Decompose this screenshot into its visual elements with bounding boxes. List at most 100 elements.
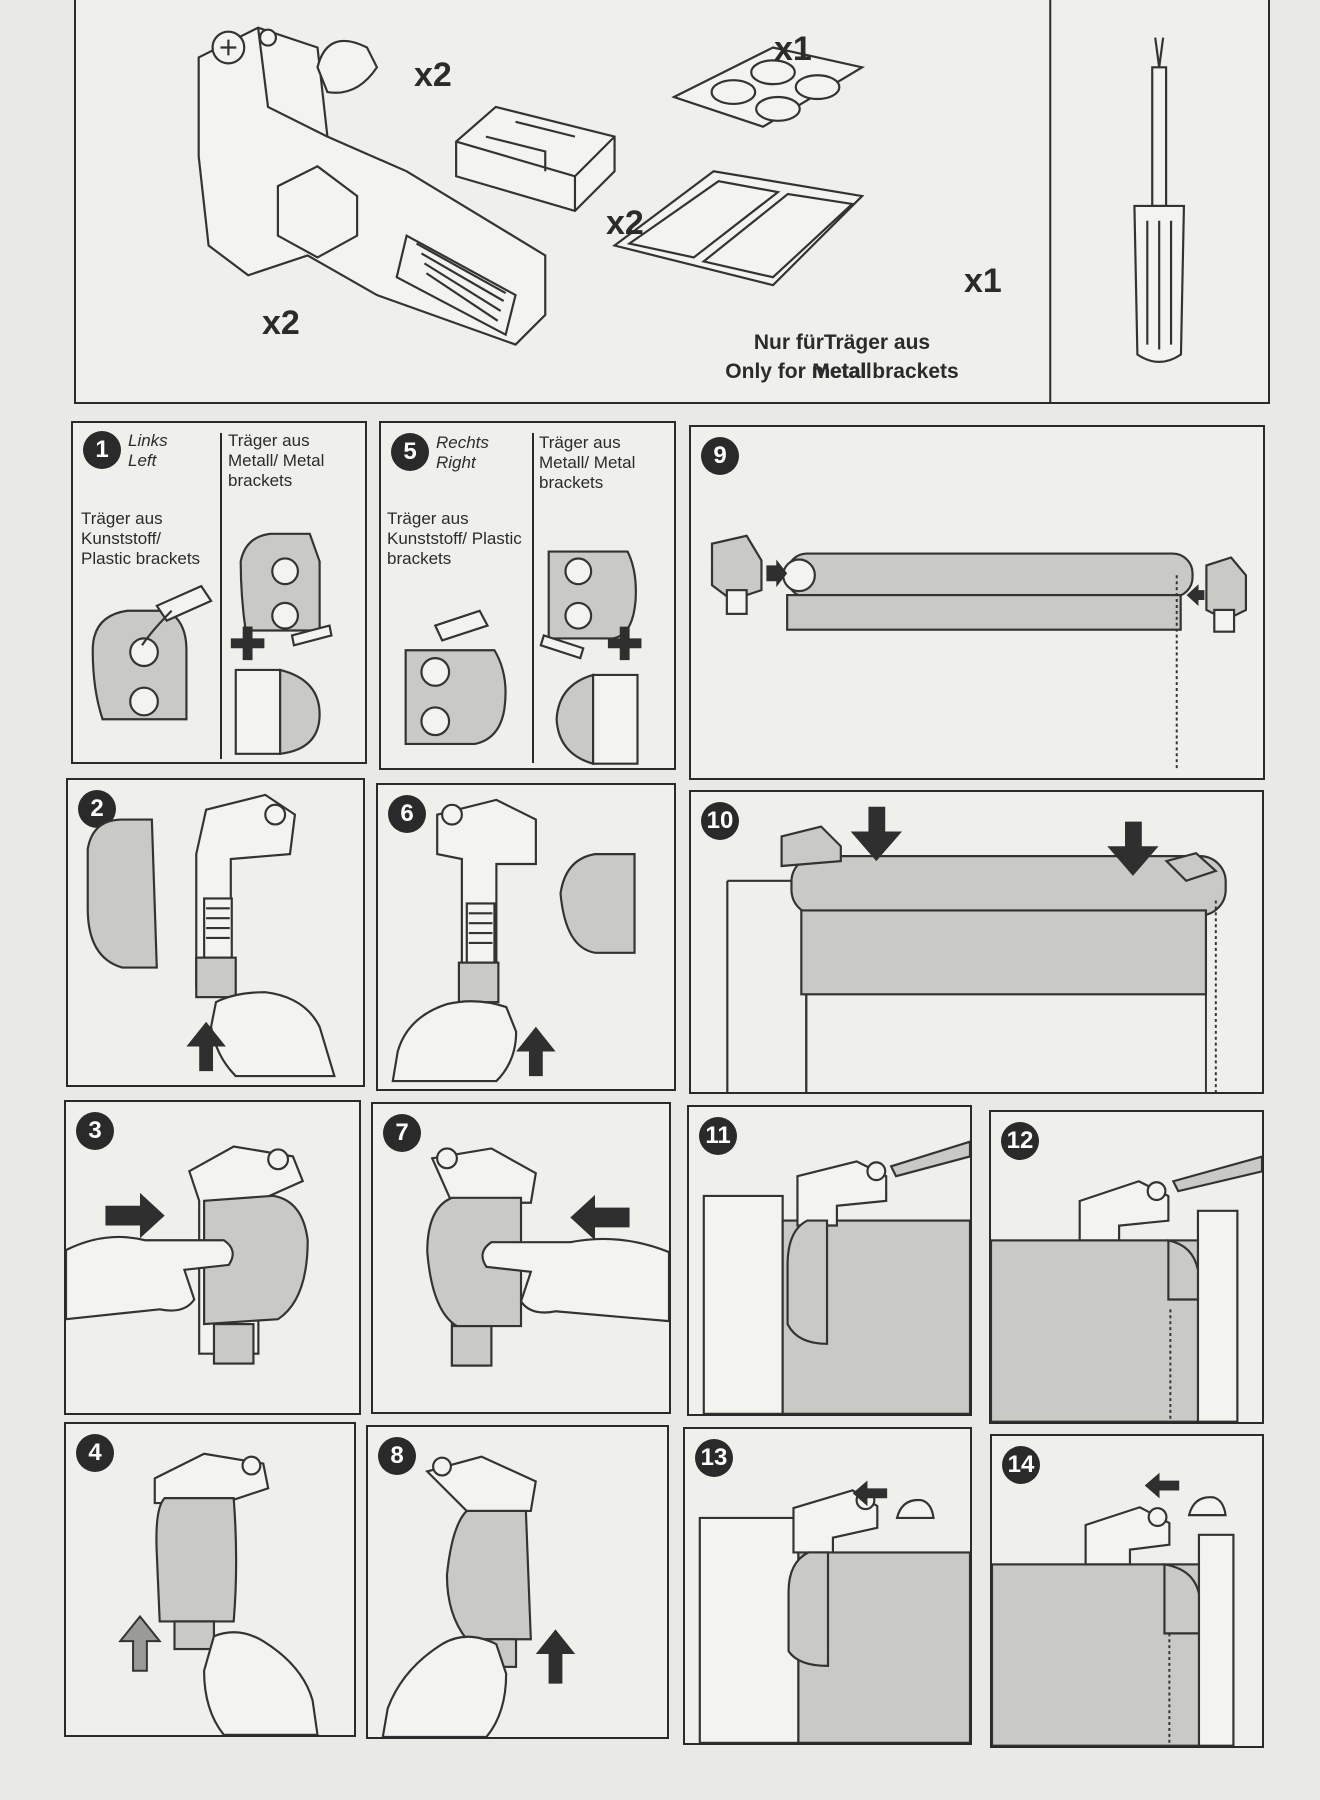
- end-cap-icon: [426, 1196, 523, 1328]
- step-2-illustration: [86, 793, 336, 1078]
- bracket-quantity: x2: [262, 304, 300, 342]
- step-8-illustration: [381, 1455, 576, 1737]
- parts-panel: x2 x2 x2 x1 x1 Nur fürTräger aus Metall …: [74, 0, 1270, 404]
- step-number: 6: [388, 795, 426, 833]
- step-number: 8: [378, 1437, 416, 1475]
- arrow-down-icon: [850, 806, 902, 862]
- step-number: 3: [76, 1112, 114, 1150]
- pad-sheet-quantity: x1: [774, 30, 812, 68]
- bracket-icon: [786, 1160, 888, 1345]
- arrow-left-icon: [852, 1480, 888, 1507]
- step-9-illustration: [710, 534, 1248, 769]
- clip-icon: [455, 105, 616, 213]
- step-9-panel: 9: [689, 425, 1265, 780]
- end-cap-icon: [316, 39, 379, 94]
- adhesive-pads-icon: [433, 609, 490, 642]
- hand-icon: [66, 1235, 234, 1321]
- hand-icon: [381, 1635, 508, 1737]
- step-side-en: Right: [436, 453, 476, 472]
- step-10-illustration: [726, 806, 1227, 1092]
- parts-illustration: [197, 0, 1186, 402]
- step-number: 13: [695, 1439, 733, 1477]
- plastic-bracket-icon: [91, 609, 188, 721]
- step-4-illustration: [118, 1452, 319, 1735]
- plus-icon: [607, 626, 642, 661]
- step-8-panel: 8: [366, 1425, 669, 1739]
- end-cap-icon: [786, 1219, 829, 1345]
- bracket-icon: [1078, 1180, 1170, 1242]
- arrow-right-icon: [105, 1192, 165, 1239]
- roller-blind-icon: [992, 1563, 1201, 1746]
- roller-blind-icon: [790, 855, 1227, 1092]
- step-number: 11: [699, 1117, 737, 1155]
- step-5-illustration: [404, 550, 642, 766]
- screwdriver-icon: [1133, 37, 1186, 363]
- step-12-panel: 12: [989, 1110, 1264, 1424]
- step-7-panel: 7: [371, 1102, 671, 1414]
- step-5-panel: 5 Rechts Right Träger aus Kunststoff/ Pl…: [379, 421, 676, 770]
- step-3-illustration: [66, 1145, 309, 1365]
- plastic-brackets-label: Träger aus Kunststoff/ Plastic brackets: [387, 509, 522, 568]
- plus-icon: [230, 626, 265, 661]
- plastic-bracket-icon: [404, 649, 507, 746]
- adhesive-tape-icon: [539, 634, 585, 660]
- step-side-de: Rechts: [436, 433, 489, 452]
- arrow-up-icon: [516, 1026, 556, 1077]
- clip-quantity: x2: [606, 204, 644, 242]
- step-number: 1: [83, 431, 121, 469]
- left-bracket-icon: [780, 825, 842, 868]
- metal-bracket-icon: [239, 532, 321, 632]
- step-number: 4: [76, 1434, 114, 1472]
- hand-icon: [209, 991, 336, 1078]
- step-7-illustration: [426, 1147, 669, 1367]
- bracket-icon: [197, 26, 547, 346]
- step-number: 12: [1001, 1122, 1039, 1160]
- step-number: 7: [383, 1114, 421, 1152]
- end-cap-icon: [559, 853, 636, 954]
- end-cap-icon: [203, 1194, 309, 1326]
- arrow-down-icon: [1107, 821, 1159, 876]
- metal-note-en: Only for metal brackets: [725, 360, 959, 383]
- arrow-left-icon: [1144, 1472, 1180, 1499]
- step-6-illustration: [391, 798, 636, 1083]
- tape-quantity: x1: [964, 262, 1002, 300]
- step-number: 5: [391, 433, 429, 471]
- bracket-icon: [153, 1452, 270, 1651]
- bracket-icon: [425, 1455, 537, 1668]
- end-cap-quantity: x2: [414, 56, 452, 94]
- adhesive-tape-icon: [612, 170, 865, 287]
- right-bracket-icon: [1164, 851, 1218, 883]
- arrow-up-icon: [186, 1021, 226, 1072]
- hand-icon: [481, 1237, 669, 1323]
- adhesive-pads-icon: [671, 46, 866, 128]
- adhesive-pads-icon: [155, 584, 213, 622]
- right-bracket-icon: [1205, 556, 1248, 633]
- arrow-left-icon: [570, 1194, 630, 1241]
- end-cap-icon: [1187, 1496, 1227, 1517]
- roller-blind-icon: [991, 1239, 1200, 1422]
- hand-icon: [202, 1631, 319, 1735]
- step-side-en: Left: [128, 451, 157, 470]
- step-14-panel: 14: [990, 1434, 1264, 1748]
- metal-note-de: Nur fürTräger aus Metall: [753, 331, 931, 383]
- metal-bracket-icon: [547, 550, 637, 640]
- metal-brackets-label: Träger aus Metall/ Metal brackets: [228, 431, 325, 490]
- step-6-panel: 6: [376, 783, 676, 1091]
- step-number: 10: [701, 802, 739, 840]
- plastic-brackets-label: Träger aus Kunststoff/ Plastic brackets: [81, 509, 201, 568]
- end-cap-icon: [155, 1497, 238, 1623]
- step-divider: [532, 433, 534, 763]
- screwdriver-icon: [1171, 1155, 1262, 1193]
- step-number: 14: [1002, 1446, 1040, 1484]
- roller-blind-icon: [782, 552, 1194, 769]
- arrow-up-icon: [535, 1629, 576, 1684]
- bracket-icon: [195, 793, 297, 999]
- arrow-icon: [766, 559, 788, 588]
- adhesive-tape-icon: [290, 624, 333, 647]
- bracket-icon: [1084, 1506, 1171, 1566]
- step-14-illustration: [992, 1472, 1235, 1746]
- step-1-panel: 1 Links Left Träger aus Kunststoff/ Plas…: [71, 421, 367, 764]
- arrow-up-icon: [118, 1614, 162, 1672]
- end-cap-icon: [445, 1509, 532, 1641]
- metal-brackets-label: Träger aus Metall/ Metal brackets: [539, 433, 636, 492]
